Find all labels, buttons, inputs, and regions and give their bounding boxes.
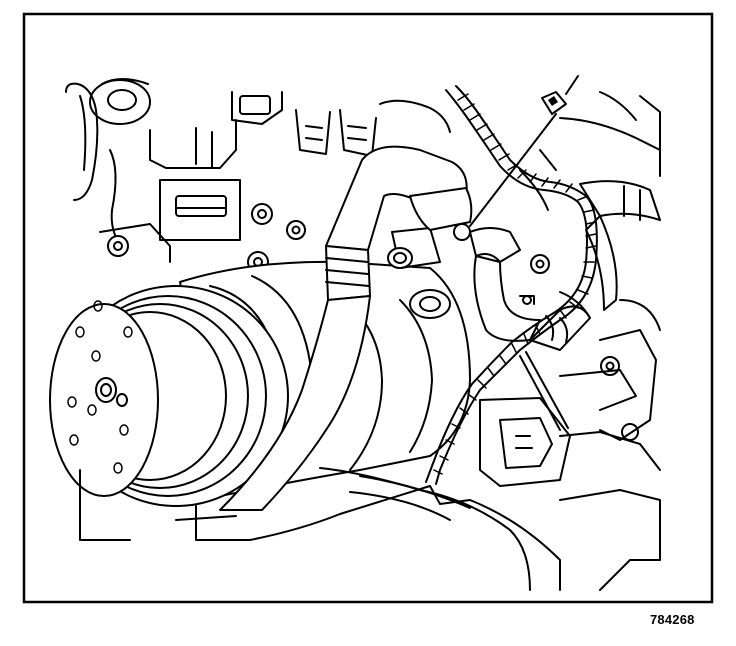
- engine-block: [99, 91, 661, 263]
- mounting-bracket: [479, 299, 661, 487]
- callout-leader: [469, 75, 579, 227]
- lower-engine: [79, 467, 661, 591]
- figure-number: 784268: [650, 612, 695, 627]
- suction-hose: [219, 145, 468, 511]
- hose-fittings: [387, 187, 473, 319]
- wiring-harness: [425, 85, 598, 485]
- upper-pulley: [65, 78, 151, 201]
- refrigerant-lines: [469, 180, 661, 351]
- compressor-pulley: [49, 285, 289, 507]
- mounting-bolts: [107, 203, 620, 376]
